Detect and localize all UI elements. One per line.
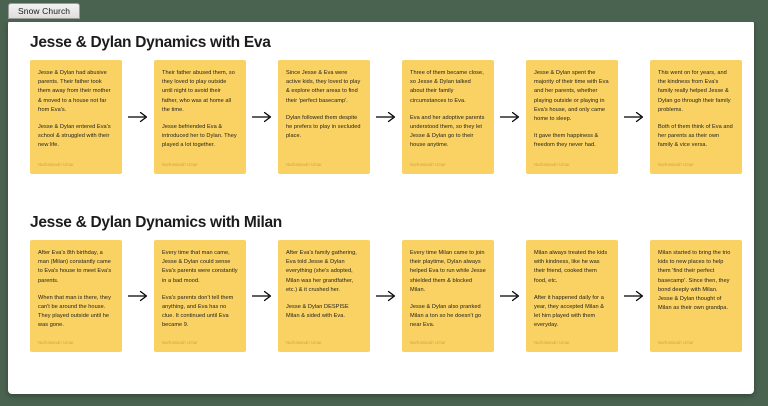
flow-arrow-icon [246, 60, 278, 174]
flow-card-paragraph: After Eva's family gathering, Eva told J… [286, 250, 357, 293]
flow-arrow-icon [122, 60, 154, 174]
browser-tab-strip: Snow Church [0, 0, 768, 22]
flow-card-paragraph: Dylan followed them despite he prefers t… [286, 114, 361, 140]
flow-card[interactable]: This went on for years, and the kindness… [650, 60, 742, 174]
card-byline: Nurhasanah Umar [534, 162, 570, 167]
flow-arrow-icon [618, 240, 650, 352]
section-milan-dynamics: Jesse & Dylan Dynamics with Milan After … [8, 214, 754, 352]
card-byline: Nurhasanah Umar [162, 162, 198, 167]
flow-card-paragraph: Jesse & Dylan entered Eva's school & str… [38, 124, 111, 149]
flow-card[interactable]: Milan always treated the kids with kindn… [526, 240, 618, 352]
card-byline: Nurhasanah Umar [658, 162, 694, 167]
flow-card-paragraph: Jesse & Dylan had abusive parents. Their… [38, 70, 111, 113]
flow-card[interactable]: Jesse & Dylan had abusive parents. Their… [30, 60, 122, 174]
flow-card-paragraph: Every time Milan came to join their play… [410, 250, 486, 293]
section-title-eva: Jesse & Dylan Dynamics with Eva [30, 34, 271, 51]
flow-card-paragraph: Three of them became close, so Jesse & D… [410, 70, 484, 104]
card-byline: Nurhasanah Umar [410, 339, 446, 345]
flow-card-paragraph: Both of them think of Eva and her parent… [658, 124, 733, 149]
whiteboard-canvas[interactable]: Jesse & Dylan Dynamics with Eva Jesse & … [8, 20, 754, 394]
flow-card-paragraph: After it happened daily for a year, they… [534, 294, 605, 329]
flow-arrow-icon [618, 60, 650, 174]
flow-row-milan: After Eva's 8th birthday, a man (Milan) … [8, 240, 754, 352]
browser-tab-snow-church[interactable]: Snow Church [8, 3, 81, 19]
flow-arrow-icon [494, 60, 526, 174]
flow-card[interactable]: Milan started to bring the trio kids to … [650, 240, 742, 352]
flow-card-paragraph: Jesse & Dylan spent the majority of thei… [534, 70, 609, 123]
card-byline: Nurhasanah Umar [534, 339, 570, 345]
flow-card-paragraph: Every time that man came, Jesse & Dylan … [162, 250, 238, 284]
flow-card-paragraph: Eva's parents don't tell them anything, … [162, 294, 234, 329]
flow-card[interactable]: After Eva's 8th birthday, a man (Milan) … [30, 240, 122, 352]
flow-card-paragraph: Milan always treated the kids with kindn… [534, 250, 608, 284]
flow-card[interactable]: After Eva's family gathering, Eva told J… [278, 240, 370, 352]
flow-arrow-icon [122, 240, 154, 352]
flow-card[interactable]: Three of them became close, so Jesse & D… [402, 60, 494, 174]
flow-card-paragraph: Eva and her adoptive parents understood … [410, 114, 485, 149]
section-title-milan: Jesse & Dylan Dynamics with Milan [30, 214, 282, 231]
flow-card-paragraph: When that man is there, they can't be ar… [38, 294, 111, 329]
flow-card[interactable]: Every time Milan came to join their play… [402, 240, 494, 352]
flow-card[interactable]: Since Jesse & Eva were active kids, they… [278, 60, 370, 174]
flow-row-eva: Jesse & Dylan had abusive parents. Their… [8, 60, 754, 174]
card-byline: Nurhasanah Umar [286, 162, 322, 167]
card-byline: Nurhasanah Umar [410, 162, 446, 167]
flow-card-paragraph: Since Jesse & Eva were active kids, they… [286, 70, 361, 104]
flow-card-paragraph: Milan started to bring the trio kids to … [658, 250, 731, 312]
flow-card[interactable]: Their father abused them, so they loved … [154, 60, 246, 174]
card-byline: Nurhasanah Umar [162, 339, 198, 345]
card-byline: Nurhasanah Umar [38, 339, 74, 345]
flow-card[interactable]: Every time that man came, Jesse & Dylan … [154, 240, 246, 352]
flow-card-paragraph: This went on for years, and the kindness… [658, 70, 731, 113]
flow-arrow-icon [494, 240, 526, 352]
flow-arrow-icon [246, 240, 278, 352]
flow-card-paragraph: After Eva's 8th birthday, a man (Milan) … [38, 250, 112, 284]
flow-card-paragraph: Jesse befriended Eva & introduced her to… [162, 124, 237, 149]
flow-card-paragraph: It gave them happiness & freedom they ne… [534, 133, 599, 149]
flow-card[interactable]: Jesse & Dylan spent the majority of thei… [526, 60, 618, 174]
flow-card-paragraph: Jesse & Dylan also pranked Milan a ton s… [410, 304, 482, 329]
card-byline: Nurhasanah Umar [38, 162, 74, 167]
flow-arrow-icon [370, 240, 402, 352]
flow-arrow-icon [370, 60, 402, 174]
card-byline: Nurhasanah Umar [286, 339, 322, 345]
card-byline: Nurhasanah Umar [658, 339, 694, 345]
flow-card-paragraph: Their father abused them, so they loved … [162, 70, 235, 113]
section-eva-dynamics: Jesse & Dylan Dynamics with Eva Jesse & … [8, 34, 754, 174]
flow-card-paragraph: Jesse & Dylan DESPISE Milan & sided with… [286, 304, 349, 320]
